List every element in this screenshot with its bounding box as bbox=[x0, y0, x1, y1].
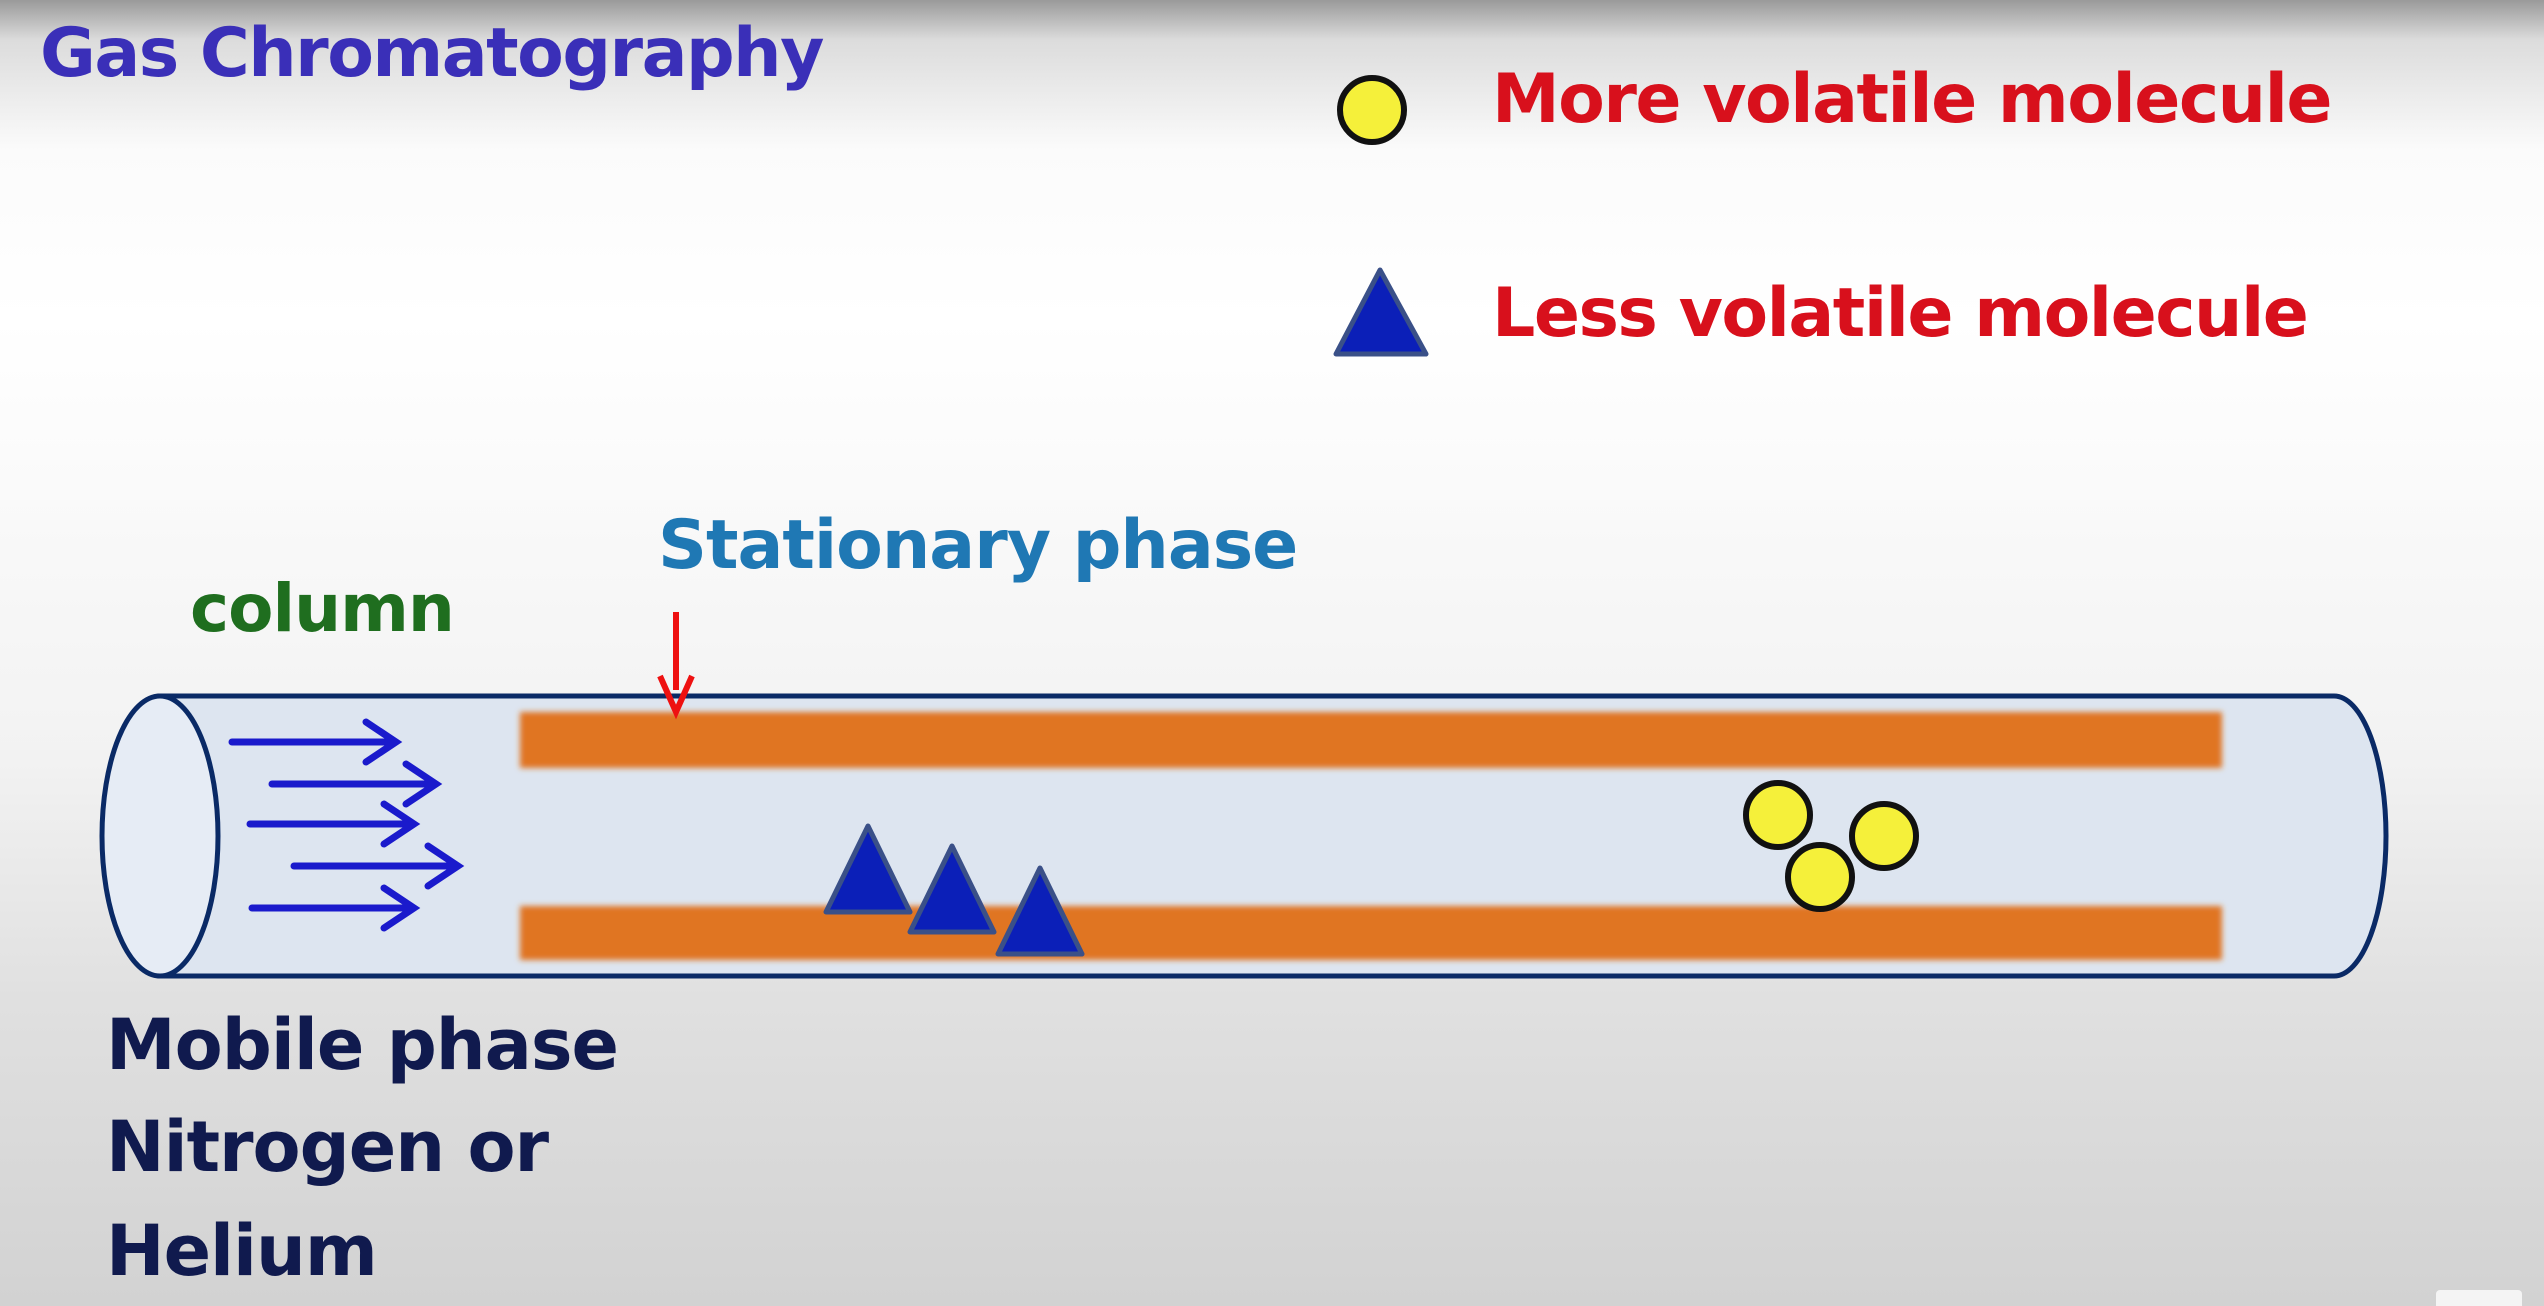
flow-arrow bbox=[290, 842, 465, 890]
less-volatile-molecules bbox=[823, 823, 1085, 957]
corner-watermark bbox=[2436, 1290, 2522, 1306]
stationary-phase-layer-top bbox=[520, 712, 2222, 768]
flow-arrow bbox=[248, 884, 421, 932]
yellow-circle-icon bbox=[1849, 801, 1919, 871]
column-label: column bbox=[190, 570, 455, 647]
mobile-phase-label: Mobile phase bbox=[106, 1004, 619, 1086]
mobile-phase-gas-line-2: Helium bbox=[106, 1210, 378, 1292]
yellow-circle-icon bbox=[1785, 842, 1855, 912]
flow-arrow bbox=[246, 800, 421, 848]
legend-blue-triangle-icon bbox=[1333, 267, 1429, 357]
blue-triangle-icon bbox=[995, 865, 1085, 957]
column-inlet bbox=[99, 693, 221, 979]
flow-arrow bbox=[228, 718, 403, 766]
legend-yellow-circle-icon bbox=[1337, 75, 1407, 145]
flow-arrow bbox=[268, 760, 443, 808]
stationary-phase-layer-bottom bbox=[520, 906, 2222, 960]
page-title: Gas Chromatography bbox=[40, 14, 824, 93]
more-volatile-molecules bbox=[1743, 780, 1919, 912]
yellow-circle-icon bbox=[1743, 780, 1813, 850]
mobile-phase-flow-arrows bbox=[228, 718, 465, 932]
blue-triangle-icon bbox=[823, 823, 913, 915]
stationary-phase-label: Stationary phase bbox=[658, 506, 1298, 585]
blue-triangle-icon bbox=[907, 843, 997, 935]
legend-label-more-volatile: More volatile molecule bbox=[1492, 60, 2333, 139]
legend-label-less-volatile: Less volatile molecule bbox=[1492, 274, 2309, 353]
mobile-phase-gas-line-1: Nitrogen or bbox=[106, 1106, 549, 1188]
stationary-phase-pointer-arrow bbox=[657, 612, 695, 720]
